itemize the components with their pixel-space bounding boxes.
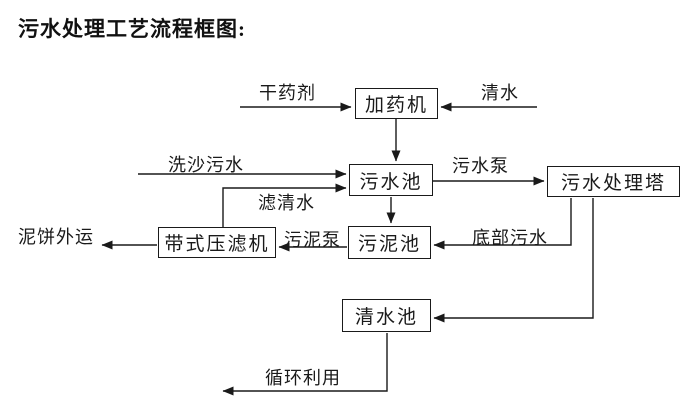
node-sludge-pool: 污泥池 — [348, 226, 431, 259]
flow-label-filtered-water: 滤清水 — [258, 193, 315, 213]
node-dosing-machine: 加药机 — [355, 88, 438, 119]
flow-label-recycle-use: 循环利用 — [265, 368, 341, 388]
arrow-bottom-sewage-to-sludge-pool — [433, 198, 572, 250]
flow-label-sewage-pump: 污水泵 — [452, 156, 509, 176]
flow-label-bottom-sewage: 底部污水 — [472, 228, 548, 248]
node-sewage-pool-label: 污水池 — [359, 171, 423, 193]
arrow-filtered-water-to-sewage-pool — [222, 183, 347, 227]
node-treatment-tower-label: 污水处理塔 — [560, 173, 666, 194]
arrow-tower-to-clean-pool — [433, 198, 594, 323]
node-sludge-pool-label: 污泥池 — [357, 234, 421, 255]
flow-label-dry-chemical: 干药剂 — [259, 83, 316, 103]
node-clean-water-pool: 清水池 — [342, 299, 431, 332]
node-belt-filter-press: 带式压滤机 — [158, 227, 276, 258]
node-clean-water-pool-label: 清水池 — [354, 307, 418, 328]
flow-label-sludge-pump: 污泥泵 — [284, 230, 341, 250]
flow-label-sand-washing-sewage: 洗沙污水 — [168, 155, 244, 175]
arrow-recycle-use — [222, 333, 388, 396]
flow-label-clean-water: 清水 — [481, 83, 519, 103]
page-title: 污水处理工艺流程框图: — [18, 17, 246, 41]
node-sewage-pool: 污水池 — [349, 164, 433, 196]
node-belt-filter-press-label: 带式压滤机 — [164, 234, 270, 255]
node-treatment-tower: 污水处理塔 — [547, 166, 680, 197]
flow-label-mud-cake-out: 泥饼外运 — [18, 227, 94, 247]
node-dosing-machine-label: 加药机 — [364, 95, 428, 116]
